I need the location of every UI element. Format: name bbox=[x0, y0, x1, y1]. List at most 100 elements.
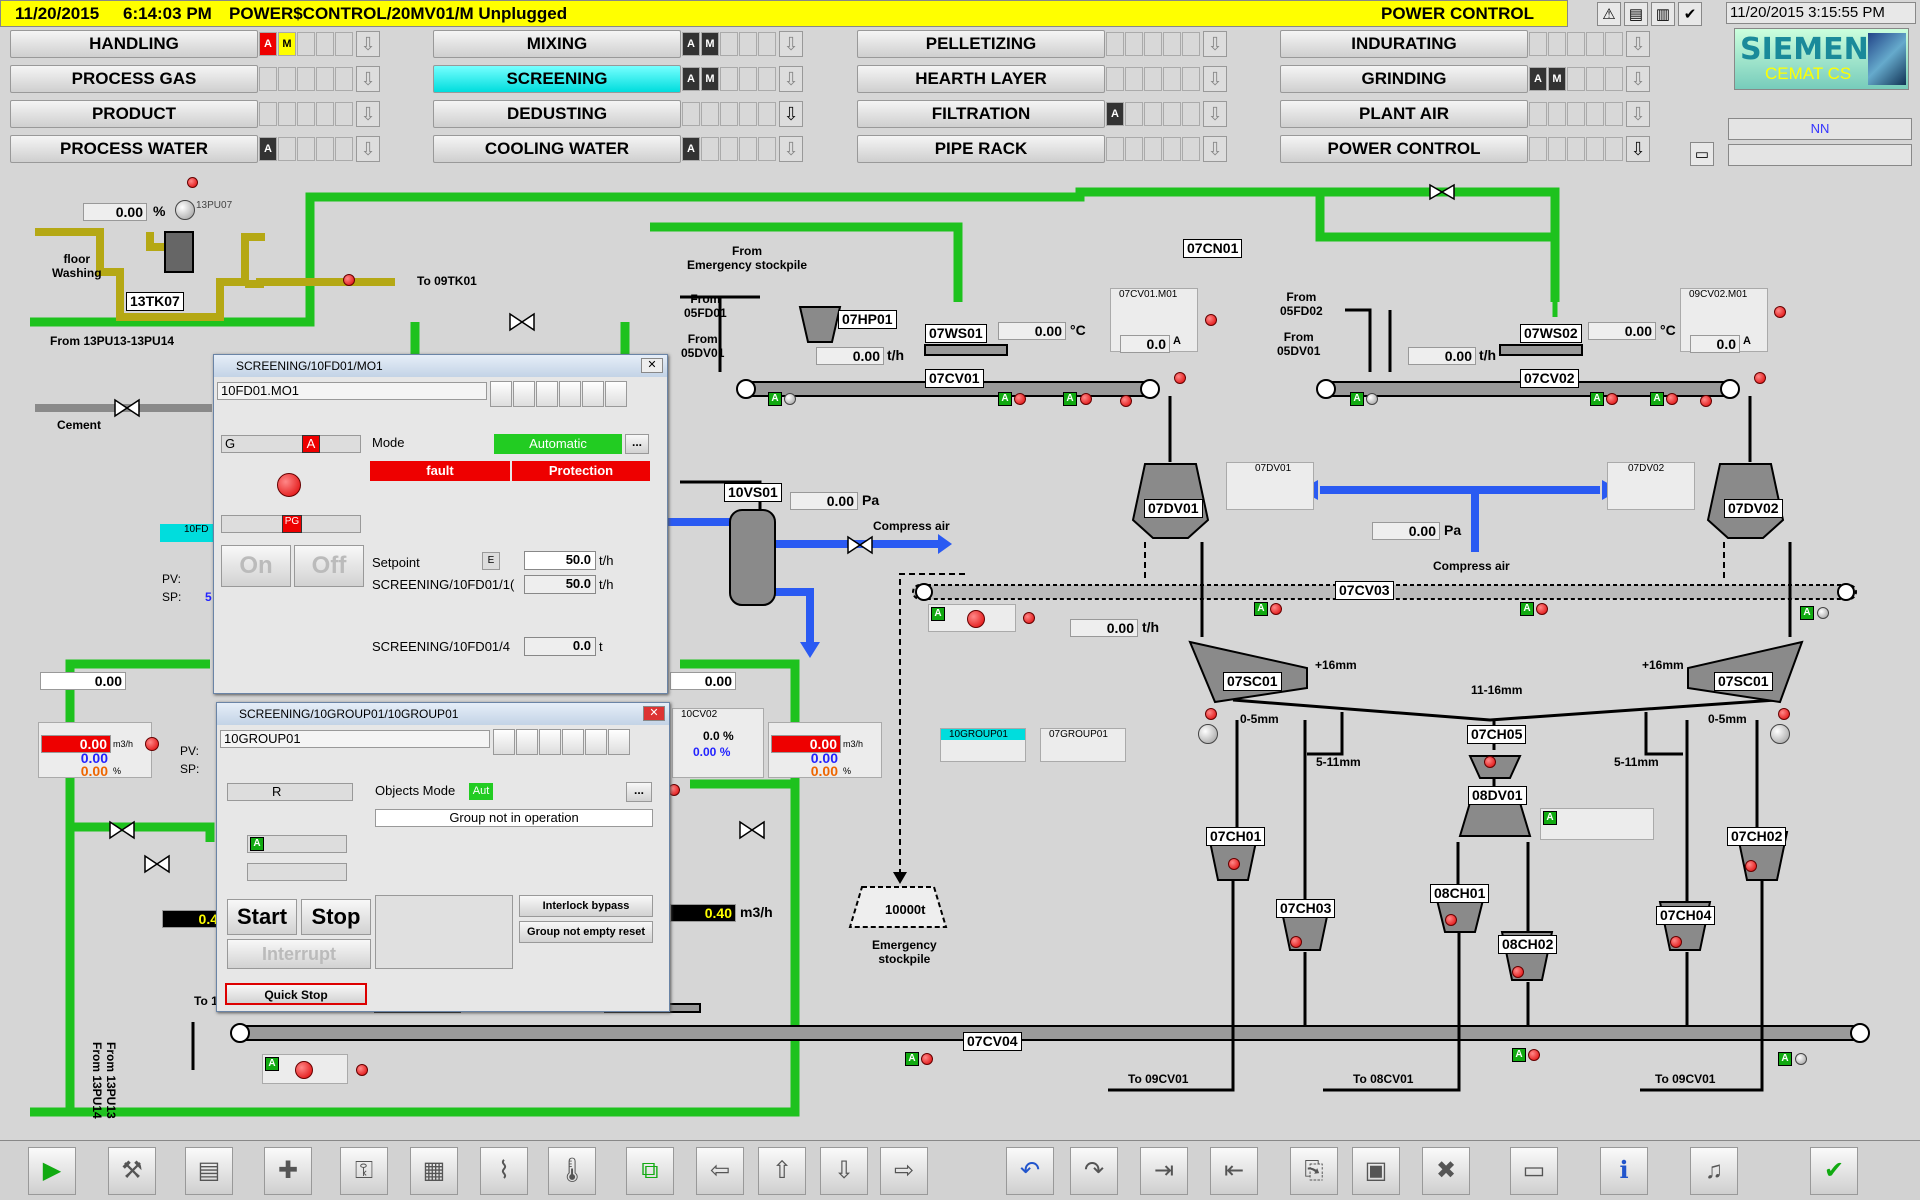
chute-07ch03[interactable]: 07CH03 bbox=[1276, 899, 1336, 918]
diverter-08dv01[interactable]: 08DV01 bbox=[1468, 786, 1527, 805]
motor-07sc01-b[interactable] bbox=[1770, 724, 1790, 744]
conveyor-07cv01[interactable]: 07CV01 bbox=[925, 369, 984, 388]
notes-icon[interactable] bbox=[559, 381, 581, 407]
conveyor-07cv02[interactable]: 07CV02 bbox=[1520, 369, 1579, 388]
alarm-warning-icon[interactable]: ⚠ bbox=[1597, 2, 1621, 26]
chute-07ch02[interactable]: 07CH02 bbox=[1727, 827, 1787, 846]
area-open-arrow-icon[interactable]: ⇩ bbox=[1203, 66, 1227, 92]
system-message-icon[interactable]: ▥ bbox=[1651, 2, 1675, 26]
motor-07sc01-a[interactable] bbox=[1198, 724, 1218, 744]
area-open-arrow-icon[interactable]: ⇩ bbox=[1626, 101, 1650, 127]
report-icon[interactable]: ▦ bbox=[410, 1147, 458, 1195]
parameters-icon[interactable] bbox=[516, 729, 538, 755]
conveyor-07cv03[interactable]: 07CV03 bbox=[1335, 581, 1394, 600]
screen-07sc01-b[interactable]: 07SC01 bbox=[1714, 672, 1773, 691]
07cv04-motor-faceplate[interactable]: A bbox=[262, 1054, 348, 1084]
area-open-arrow-icon[interactable]: ⇩ bbox=[779, 66, 803, 92]
diverter-07dv02-faceplate[interactable]: 07DV02 bbox=[1607, 462, 1695, 510]
mode-more-button[interactable]: ... bbox=[625, 434, 649, 454]
10cv02-faceplate[interactable]: 10CV02 0.0 % 0.00 % bbox=[672, 708, 764, 778]
screen-07sc01-a[interactable]: 07SC01 bbox=[1223, 672, 1282, 691]
area-button[interactable]: FILTRATION bbox=[857, 100, 1105, 128]
area-open-arrow-icon[interactable]: ⇩ bbox=[356, 101, 380, 127]
document-icon[interactable] bbox=[585, 729, 607, 755]
tank-13tk07[interactable]: 13TK07 bbox=[126, 292, 184, 311]
window-title-bar[interactable]: SCREENING/10GROUP01/10GROUP01 ✕ bbox=[217, 703, 669, 725]
pump-13pu07-motor[interactable] bbox=[175, 200, 195, 220]
thermometer-icon[interactable]: 🌡 bbox=[548, 1147, 596, 1195]
10fd-tag[interactable]: 10FD bbox=[160, 524, 216, 542]
area-open-arrow-icon[interactable]: ⇩ bbox=[779, 136, 803, 162]
area-open-arrow-icon[interactable]: ⇩ bbox=[356, 66, 380, 92]
copy-icon[interactable]: ⎘ bbox=[1290, 1147, 1338, 1195]
area-button[interactable]: HEARTH LAYER bbox=[857, 65, 1105, 93]
logout-icon[interactable]: ⇤ bbox=[1210, 1147, 1258, 1195]
hopper-07hp01[interactable]: 07HP01 bbox=[838, 310, 897, 329]
scale-07ws01[interactable]: 07WS01 bbox=[925, 324, 987, 343]
mode-more-button[interactable]: ... bbox=[626, 782, 652, 802]
area-open-arrow-icon[interactable]: ⇩ bbox=[1203, 136, 1227, 162]
off-button[interactable]: Off bbox=[294, 545, 364, 587]
quick-stop-button[interactable]: Quick Stop bbox=[225, 983, 367, 1005]
area-button[interactable]: PIPE RACK bbox=[857, 135, 1105, 163]
arrow-left-icon[interactable]: ⇦ bbox=[696, 1147, 744, 1195]
tag-07cn01[interactable]: 07CN01 bbox=[1183, 239, 1243, 258]
area-button[interactable]: MIXING bbox=[433, 30, 681, 58]
undo-icon[interactable]: ↶ bbox=[1006, 1147, 1054, 1195]
area-button[interactable]: PELLETIZING bbox=[857, 30, 1105, 58]
redo-icon[interactable]: ↷ bbox=[1070, 1147, 1118, 1195]
arrow-down-icon[interactable]: ⇩ bbox=[820, 1147, 868, 1195]
area-open-arrow-icon[interactable]: ⇩ bbox=[1626, 66, 1650, 92]
area-open-arrow-icon[interactable]: ⇩ bbox=[1203, 101, 1227, 127]
chute-07ch05[interactable]: 07CH05 bbox=[1467, 725, 1527, 744]
operator-message-icon[interactable]: ▤ bbox=[1624, 2, 1648, 26]
screen-switch-icon[interactable]: ⧉ bbox=[626, 1147, 674, 1195]
start-button[interactable]: Start bbox=[227, 899, 297, 935]
user-box[interactable]: NN bbox=[1728, 118, 1912, 140]
more-views-button[interactable] bbox=[605, 381, 627, 407]
07cv03-motor-faceplate[interactable]: A bbox=[928, 604, 1016, 632]
group-not-empty-reset-button[interactable]: Group not empty reset bbox=[519, 921, 653, 943]
list-icon[interactable] bbox=[536, 381, 558, 407]
play-icon[interactable]: ▶ bbox=[28, 1147, 76, 1195]
area-open-arrow-icon[interactable]: ⇩ bbox=[356, 136, 380, 162]
group-10group01-faceplate[interactable]: 10GROUP01 bbox=[940, 728, 1026, 762]
diverter-07dv02[interactable]: 07DV02 bbox=[1724, 499, 1783, 518]
lock-icon[interactable]: ⚿ bbox=[340, 1147, 388, 1195]
area-button[interactable]: DEDUSTING bbox=[433, 100, 681, 128]
window-title-bar[interactable]: SCREENING/10FD01/MO1 ✕ bbox=[214, 355, 667, 377]
close-button[interactable]: ✕ bbox=[643, 706, 665, 721]
chute-07ch01[interactable]: 07CH01 bbox=[1206, 827, 1266, 846]
arrow-up-icon[interactable]: ⇧ bbox=[758, 1147, 806, 1195]
setpoint-input[interactable]: 50.0 bbox=[524, 551, 596, 570]
area-open-arrow-icon[interactable]: ⇩ bbox=[1626, 136, 1650, 162]
status-message[interactable]: POWER$CONTROL/20MV01/M Unplugged bbox=[229, 3, 568, 23]
area-button[interactable]: HANDLING bbox=[10, 30, 258, 58]
chute-07ch04[interactable]: 07CH04 bbox=[1656, 906, 1716, 925]
chute-08ch02[interactable]: 08CH02 bbox=[1498, 935, 1558, 954]
conveyor-07cv04[interactable]: 07CV04 bbox=[963, 1032, 1022, 1051]
08dv01-faceplate[interactable]: A bbox=[1540, 808, 1654, 840]
diverter-07dv01[interactable]: 07DV01 bbox=[1144, 499, 1203, 518]
group-07group01-faceplate[interactable]: 07GROUP01 bbox=[1040, 728, 1126, 762]
arrow-right-icon[interactable]: ⇨ bbox=[880, 1147, 928, 1195]
motor-status-icon[interactable] bbox=[277, 473, 301, 497]
document-icon[interactable] bbox=[582, 381, 604, 407]
stop-button[interactable]: Stop bbox=[301, 899, 371, 935]
scale-07ws02[interactable]: 07WS02 bbox=[1520, 324, 1582, 343]
print-icon[interactable]: ▭ bbox=[1690, 142, 1714, 166]
area-button[interactable]: POWER CONTROL bbox=[1280, 135, 1528, 163]
area-button[interactable]: INDURATING bbox=[1280, 30, 1528, 58]
home-icon[interactable] bbox=[493, 729, 515, 755]
motor-icon[interactable] bbox=[295, 1061, 313, 1079]
delete-icon[interactable]: ✖ bbox=[1422, 1147, 1470, 1195]
area-button[interactable]: PROCESS WATER bbox=[10, 135, 258, 163]
paste-icon[interactable]: ▣ bbox=[1352, 1147, 1400, 1195]
home-icon[interactable] bbox=[490, 381, 512, 407]
maintenance-icon[interactable]: ⚒ bbox=[108, 1147, 156, 1195]
area-button[interactable]: PLANT AIR bbox=[1280, 100, 1528, 128]
vessel-10vs01[interactable]: 10VS01 bbox=[724, 483, 782, 502]
monitor-icon[interactable]: ▭ bbox=[1510, 1147, 1558, 1195]
objects-mode-value[interactable]: Aut bbox=[469, 783, 493, 800]
right-flow-faceplate[interactable]: 0.00 0.00 0.00 m3/h % bbox=[768, 722, 882, 779]
